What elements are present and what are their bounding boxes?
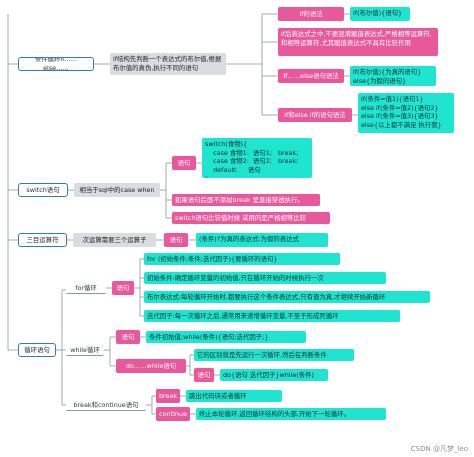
if-else-label[interactable]: if……else语句语法 [278,69,344,83]
dowhile-label[interactable]: do……while语句 [116,359,186,373]
if-syntax-text: if(布尔值){语句} [350,7,410,21]
for-init-desc: 初始条件:确定循环变量的初始值,只在循环开始的时候执行一次 [144,272,386,284]
if-else-text: if(布尔值){为真的语句} else{为假的语句} [350,66,436,86]
topic-switch[interactable]: switch语句 [18,183,68,197]
ternary-description: 次运算需要三个运算子 [73,233,156,247]
if-description: if结构先判断一个表达式的布尔值,根据布尔值的真伪,执行不同的语句 [110,53,226,75]
break-label[interactable]: break [156,389,180,403]
topic-ternary[interactable]: 三目运算符 [18,233,67,247]
for-syntax: for (初始条件;条件;迭代因子){要循环的语句} [144,253,340,265]
topic-if-else[interactable]: 条件循环if……else…… [18,57,94,71]
ternary-label[interactable]: 语句 [164,233,188,247]
continue-label[interactable]: continue [156,407,190,421]
dowhile-note: 它的区别就是先运行一次循环,然后在判断条件 [194,349,354,361]
topic-loop[interactable]: 循环语句 [18,343,56,357]
dowhile-syntax: do{语句 迭代因子}while(条件) [220,369,328,381]
switch-description: 相当于sql中的case when [74,183,160,197]
break-continue-topic[interactable]: break和continue语句 [66,400,146,411]
for-cond-desc: 布尔表达式:每轮循环开始时,都要执行这个条件表达式,只有值为真,才继续开始新循环 [144,291,430,303]
continue-text: 终止本轮循环,返回循环结构的头部,开始下一轮循环。 [196,408,386,420]
switch-syntax-label[interactable]: 语句 [172,156,196,170]
for-loop-topic[interactable]: for循环 [66,283,106,294]
if-syntax-label[interactable]: if的语法 [278,7,344,21]
while-loop-topic[interactable]: while循环 [66,345,104,356]
switch-note-break: 如果语句后面不添加break 是直接穿透执行。 [172,194,320,206]
for-iter-desc: 迭代因子:每一次循环之后,通常用来递增循环变量,不至于形成死循环 [144,310,400,322]
watermark: CSDN @凡梦_leo [410,445,468,453]
switch-note-strict: switch语句比较值时候 采用的是严格相等比较 [172,212,330,224]
switch-syntax-text: switch(食物){ case 食物1: 语句1; break; case 食… [202,138,312,178]
if-note-text: if后表达式之中,不要混淆赋值表达式,严格相等运算符,和相等运算符,尤其赋值表达… [278,28,438,56]
if-elseif-text: if(条件=值1){语句1} else if(条件=值2){语句2} else … [358,93,454,133]
break-text: 跳出代码块或者循环 [186,390,282,402]
while-syntax: 条件初始值;while(条件){语句;迭代因子;} [146,331,306,343]
while-label[interactable]: 语句 [116,330,140,344]
ternary-text: (条件)?为真的表达式:为假的表达式 [196,233,328,247]
if-elseif-label[interactable]: if和else if的语句语法 [278,108,352,122]
dowhile-syntax-label[interactable]: 语句 [194,368,214,382]
for-label[interactable]: 语句 [112,281,134,295]
